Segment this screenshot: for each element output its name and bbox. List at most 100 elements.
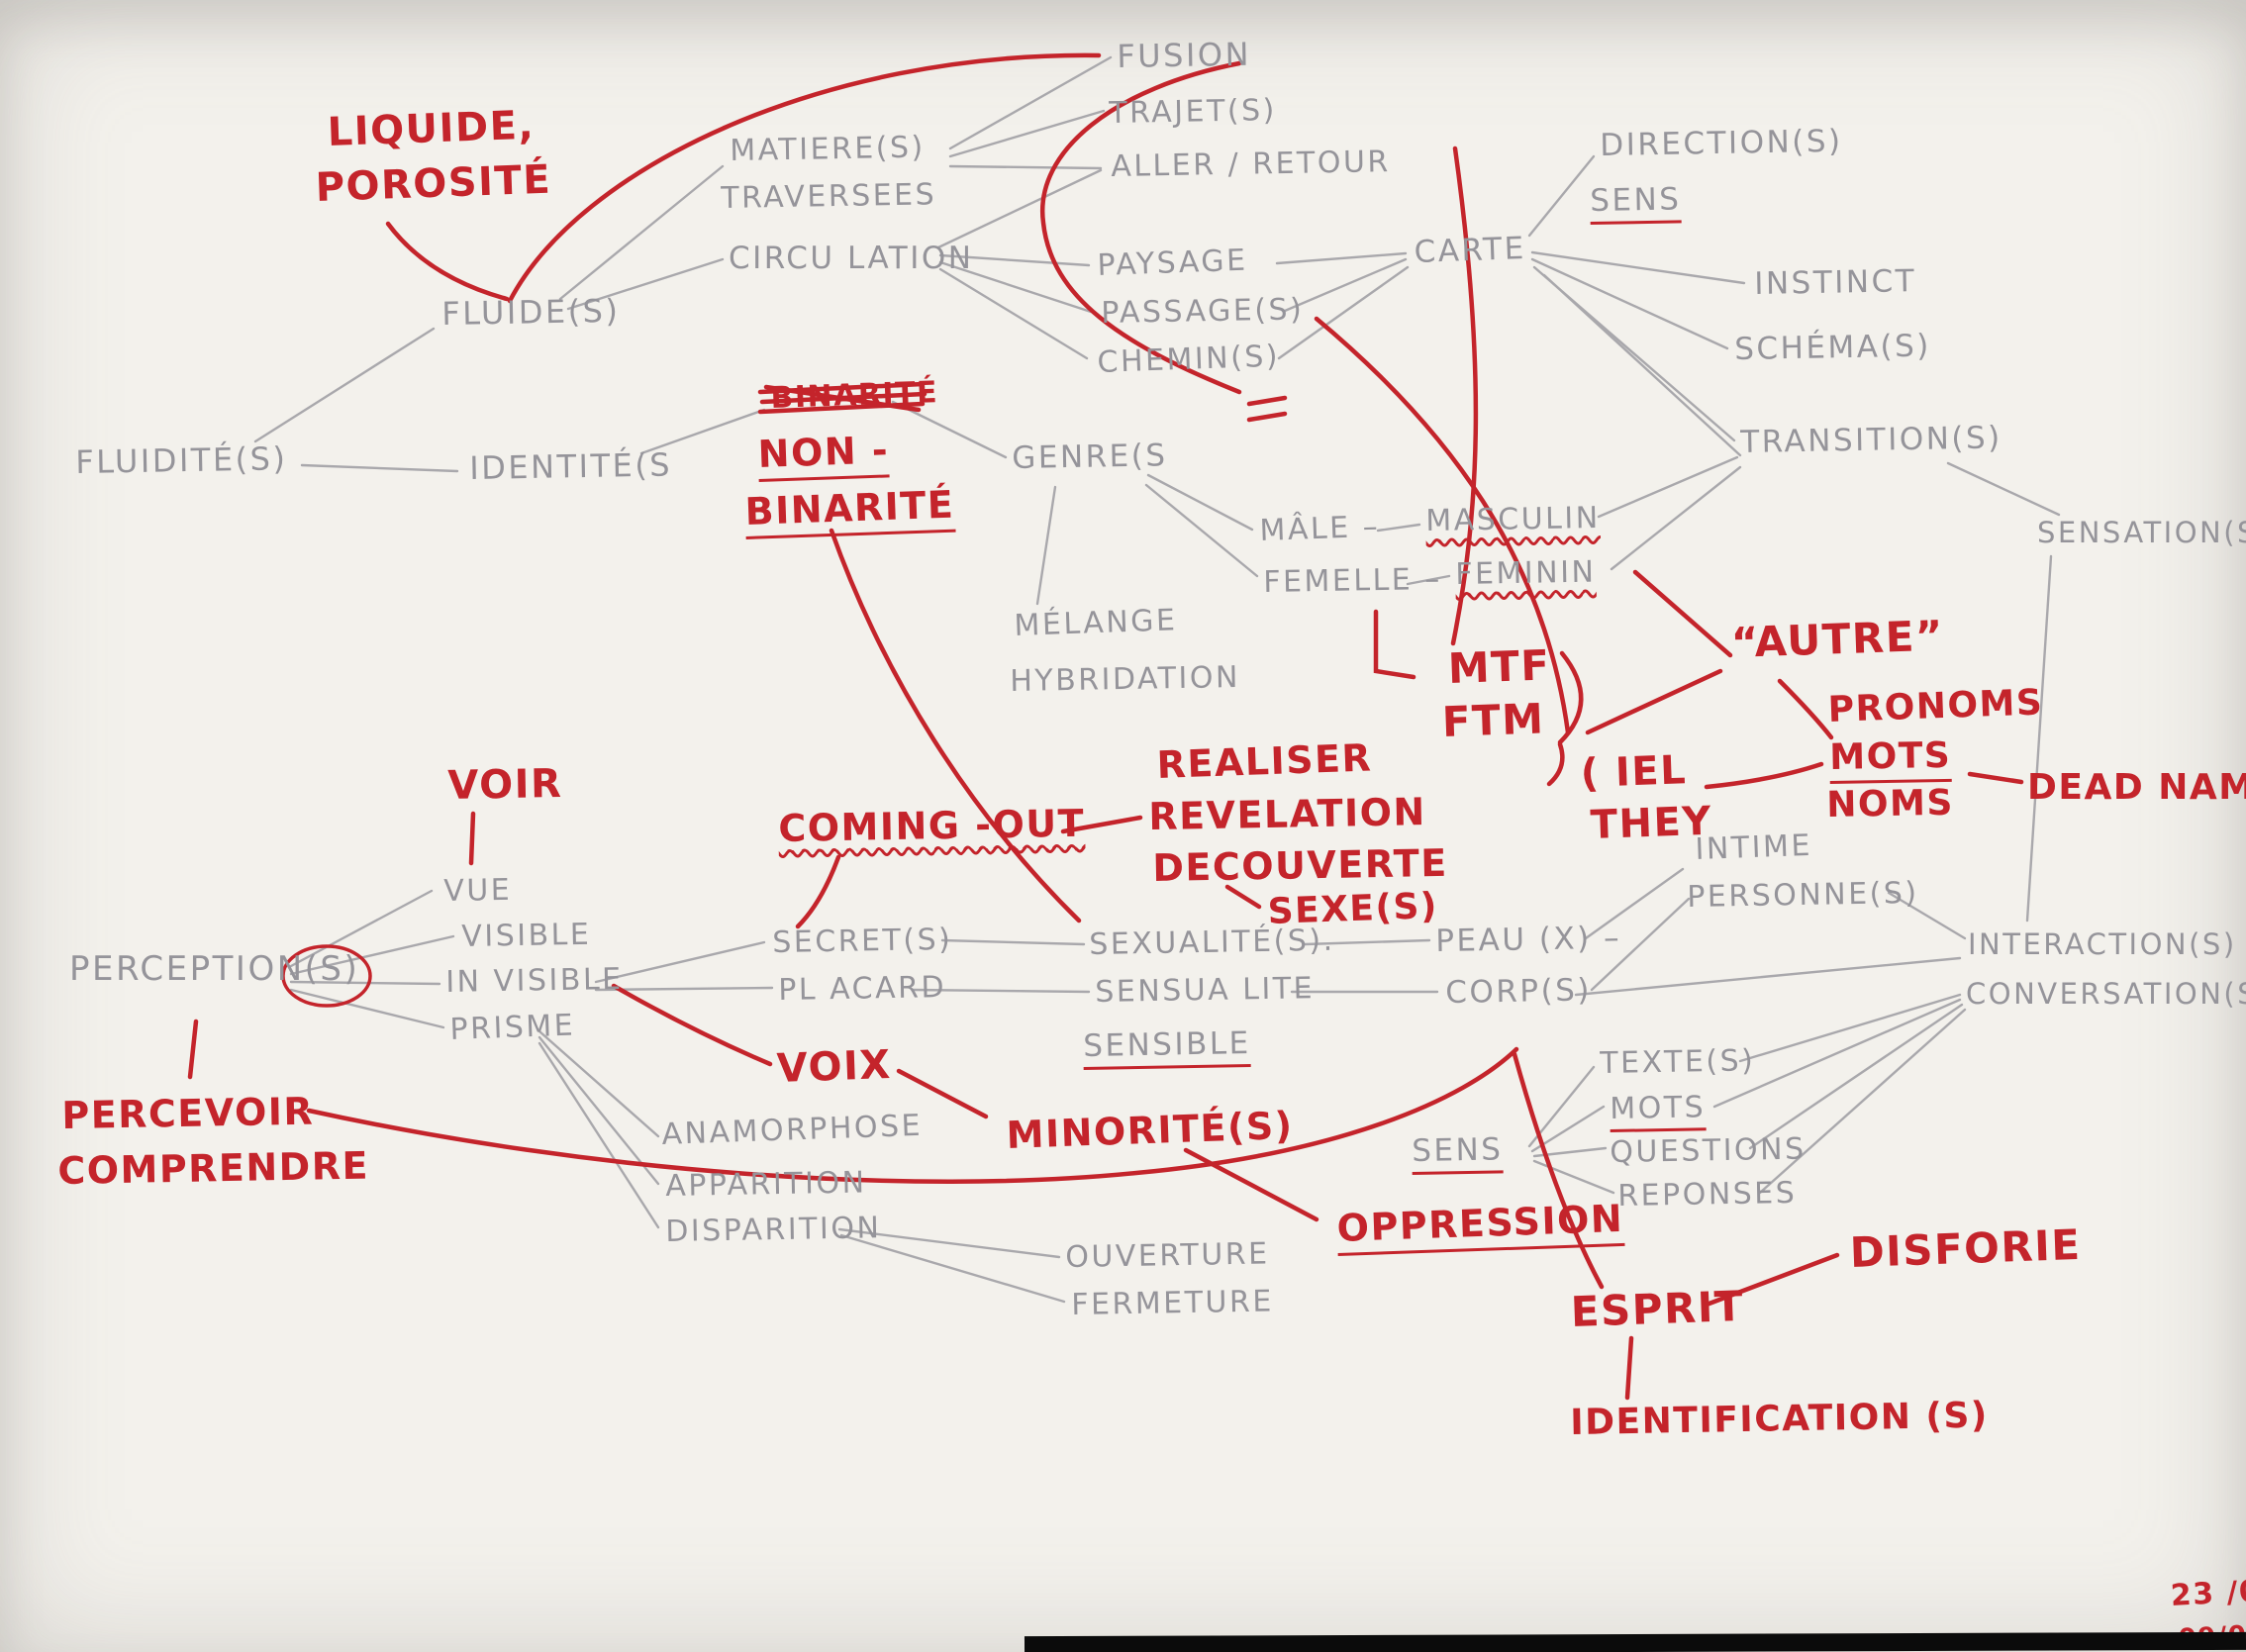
node-non: NON - [757, 428, 891, 482]
red-link-73 [795, 854, 841, 929]
gray-link-25 [1144, 483, 1259, 578]
red-link-79 [611, 983, 773, 1067]
gray-link-42 [1574, 956, 1962, 997]
node-interactions: INTERACTION(S) [1968, 927, 2237, 961]
red-link-64 [1373, 609, 1416, 680]
gray-link-11 [936, 168, 1103, 249]
gray-link-56 [839, 1233, 1066, 1304]
node-traversees: TRAVERSEES [720, 177, 937, 216]
gray-link-14 [1277, 265, 1410, 360]
gray-link-37 [911, 988, 1091, 994]
gray-link-27 [891, 400, 1008, 459]
node-carte: CARTE [1413, 231, 1527, 270]
node-chemins: CHEMIN(S) [1096, 339, 1281, 380]
red-link-77 [306, 1046, 1519, 1184]
node-femelle: FEMELLE – [1262, 561, 1443, 600]
node-decouverte: DECOUVERTE [1151, 840, 1449, 890]
red-link-81 [1704, 1252, 1840, 1308]
node-reponses: REPONSES [1616, 1175, 1798, 1214]
gray-link-29 [1406, 574, 1451, 586]
gray-link-51 [1532, 1159, 1615, 1195]
node-comprendre: COMPRENDRE [56, 1143, 370, 1193]
node-sensations: SENSATION(S) [2037, 516, 2246, 549]
node-revelation: REVELATION [1147, 790, 1427, 838]
gray-link-35 [594, 986, 774, 992]
node-mots-gray: MOTS [1610, 1090, 1707, 1132]
gray-link-31 [289, 934, 455, 976]
red-link-62 [1450, 146, 1479, 646]
node-textes: TEXTE(S) [1599, 1043, 1756, 1081]
node-percevoir: PERCEVOIR [60, 1089, 315, 1137]
gray-link-0 [300, 463, 459, 473]
node-intime: INTIME [1694, 827, 1813, 867]
node-disforie: DISFORIE [1848, 1219, 2083, 1277]
red-link-82 [1624, 1335, 1634, 1401]
node-masculin: MASCULIN [1424, 500, 1601, 538]
node-sens-low: SENS [1412, 1131, 1504, 1175]
node-dead-name: DEAD NAME [2027, 767, 2246, 808]
node-ftm: FTM [1440, 694, 1546, 746]
gray-link-4 [639, 408, 766, 455]
red-link-63 [1314, 316, 1571, 735]
gray-link-6 [948, 109, 1106, 158]
node-date-1: 23 /09 [2169, 1573, 2246, 1613]
node-liquide: LIQUIDE, [326, 102, 536, 155]
gray-link-34 [594, 940, 766, 984]
node-transitions: TRANSITION(S) [1739, 420, 2003, 460]
gray-link-17 [1530, 257, 1729, 350]
node-visible: VISIBLE [460, 917, 592, 954]
node-sensualite: SENSUA LITE [1094, 971, 1316, 1010]
node-porosite: POROSITÉ [314, 156, 552, 211]
node-iel: ( IEL [1579, 747, 1688, 797]
gray-link-32 [289, 980, 441, 986]
gray-link-9 [938, 260, 1093, 314]
red-link-76 [187, 1019, 199, 1080]
gray-link-43 [1887, 891, 1967, 940]
gray-link-45 [1712, 998, 1962, 1109]
node-questions: QUESTIONS [1609, 1131, 1807, 1170]
node-genres: GENRE(S [1011, 437, 1168, 476]
node-personnes: PERSONNE(S) [1686, 875, 1919, 915]
red-link-70 [1704, 761, 1824, 790]
node-fluidites: FLUIDITÉ(S) [74, 439, 288, 481]
node-perceptions: PERCEPTION(S) [69, 949, 360, 989]
node-apparition: APPARITION [664, 1165, 867, 1204]
scan-black-bar [1024, 1631, 2246, 1652]
node-circulation: CIRCU LATION [729, 241, 974, 276]
red-link-67 [1632, 569, 1733, 658]
gray-link-19 [1542, 273, 1742, 457]
node-fermeture: FERMETURE [1070, 1284, 1275, 1322]
red-link-58 [507, 52, 1102, 304]
gray-link-24 [1146, 473, 1254, 532]
gray-link-53 [537, 1035, 660, 1186]
node-oppression: OPPRESSION [1336, 1197, 1625, 1256]
gray-link-33 [289, 988, 445, 1029]
gray-link-3 [566, 257, 725, 311]
red-link-80 [829, 528, 1082, 923]
node-voix: VOIX [775, 1041, 893, 1092]
node-vue: VUE [442, 872, 513, 909]
gray-link-41 [1590, 897, 1691, 992]
node-male: MÂLE – [1258, 509, 1381, 548]
node-melange: MÉLANGE [1013, 603, 1179, 643]
gray-link-44 [1738, 993, 1962, 1063]
node-disparition: DISPARITION [664, 1211, 882, 1249]
node-esprit: ESPRIT [1569, 1281, 1745, 1336]
red-link-74 [1224, 884, 1262, 910]
red-link-83 [1512, 1051, 1605, 1290]
gray-link-13 [1283, 257, 1408, 313]
node-directions: DIRECTION(S) [1599, 123, 1843, 163]
red-link-88 [763, 384, 922, 413]
red-link-75 [468, 811, 476, 866]
node-coming-out: COMING -OUT [777, 801, 1086, 850]
node-noms: NOMS [1825, 782, 1955, 826]
node-binarite: BINARITÉ [744, 483, 956, 539]
red-link-61 [1246, 411, 1288, 423]
node-schemas: SCHÉMA(S) [1733, 328, 1932, 367]
red-link-78 [896, 1068, 989, 1119]
gray-link-7 [948, 164, 1103, 170]
gray-link-54 [537, 1041, 660, 1229]
node-identites: IDENTITÉ(S [468, 445, 673, 487]
